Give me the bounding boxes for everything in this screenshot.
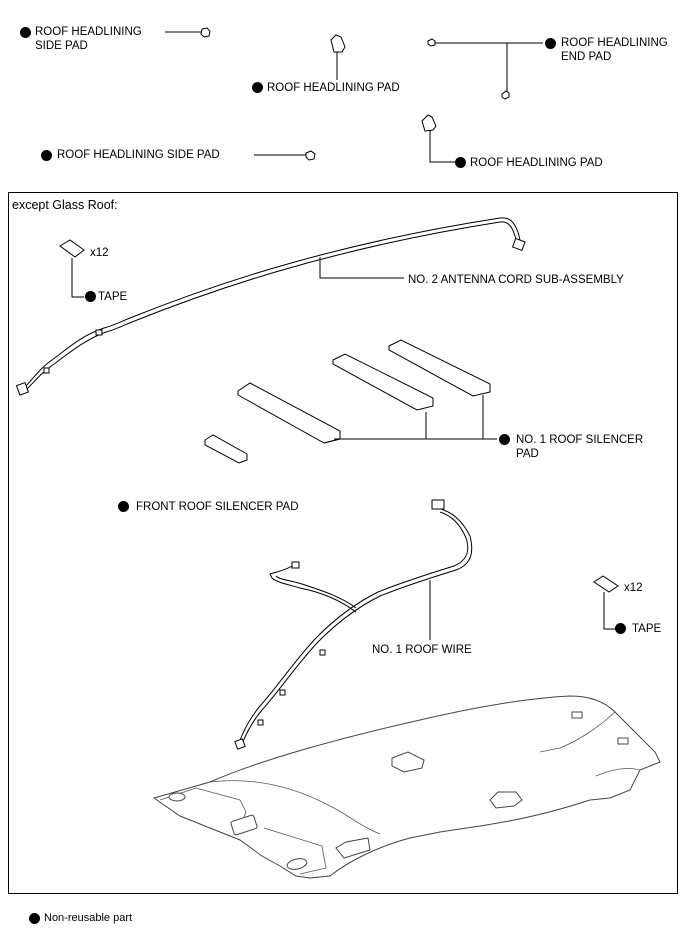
no1-roof-wire-part-outline [239, 511, 469, 741]
leader-line-tape-2 [603, 592, 615, 630]
label-line: SIDE PAD [35, 40, 88, 52]
roof-headlining-end-pad-part-2 [501, 90, 510, 100]
tape-part-1 [59, 239, 85, 258]
headliner-contour [539, 711, 616, 753]
roof-headlining-pad-part-1 [330, 34, 346, 53]
non-reusable-marker [252, 82, 263, 93]
label-roof-headlining-end-pad: ROOF HEADLINING END PAD [561, 36, 668, 64]
headliner-contour [595, 768, 641, 777]
section-title: except Glass Roof: [12, 198, 118, 212]
antenna-cord-clip [43, 367, 50, 374]
roof-wire-connector [431, 499, 445, 510]
tape-part-2 [593, 575, 619, 593]
label-line: ROOF HEADLINING [35, 26, 142, 38]
label-tape-1: TAPE [98, 291, 128, 303]
except-glass-roof-section [8, 192, 678, 894]
no1-roof-silencer-pad-part-3 [388, 339, 491, 397]
label-line: NO. 1 ROOF SILENCER [516, 434, 644, 446]
non-reusable-marker [85, 291, 96, 302]
non-reusable-marker [118, 501, 129, 512]
headliner-opening [230, 814, 258, 836]
leader-line-tape-1 [71, 258, 84, 298]
antenna-cord-connector-start [511, 237, 526, 252]
roof-wire-clip [279, 689, 286, 696]
label-roof-headlining-pad-2: ROOF HEADLINING PAD [470, 157, 603, 169]
roof-headlining-pad-part-2 [421, 114, 437, 132]
leader-line-headlining-pad-2 [429, 130, 455, 163]
label-roof-headlining-side-pad-1: ROOF HEADLINING SIDE PAD [35, 25, 142, 53]
label-no2-antenna-cord: NO. 2 ANTENNA CORD SUB-ASSEMBLY [408, 274, 624, 286]
label-no1-roof-wire: NO. 1 ROOF WIRE [372, 644, 472, 656]
headliner-opening [617, 737, 629, 745]
leader-line-antenna-cord [319, 257, 404, 279]
non-reusable-marker [29, 913, 40, 924]
antenna-cord-part-outline [25, 221, 518, 391]
label-line: END PAD [561, 51, 612, 63]
non-reusable-marker [499, 434, 510, 445]
headliner-opening [286, 858, 308, 870]
headliner-opening [489, 791, 523, 809]
non-reusable-marker [41, 150, 52, 161]
no1-roof-wire-branch-outline [275, 575, 357, 609]
label-roof-headlining-pad-1: ROOF HEADLINING PAD [267, 82, 400, 94]
roof-wire-clip [257, 719, 264, 726]
headliner-contour [209, 780, 381, 835]
silencer-pad-edge [323, 438, 341, 444]
headliner-opening [571, 711, 583, 719]
roof-wire-connector [234, 738, 246, 750]
label-line: ROOF HEADLINING [561, 37, 668, 49]
tape-quantity-2: x12 [624, 582, 643, 594]
antenna-cord-part [23, 217, 521, 389]
headliner-contour [263, 827, 327, 875]
roof-headlining-side-pad-part-1 [200, 27, 211, 38]
roof-headlining-end-pad-part-1 [427, 38, 436, 47]
no1-roof-wire-part [241, 507, 473, 745]
tape-quantity-1: x12 [90, 247, 109, 259]
label-roof-headlining-side-pad-2: ROOF HEADLINING SIDE PAD [57, 149, 220, 161]
non-reusable-marker [20, 27, 31, 38]
roof-headlining-side-pad-part-2 [305, 150, 316, 161]
label-front-roof-silencer-pad: FRONT ROOF SILENCER PAD [136, 501, 299, 513]
headliner-opening [391, 751, 425, 773]
non-reusable-marker [615, 623, 626, 634]
antenna-cord-connector-end [15, 381, 30, 396]
legend-text: Non-reusable part [44, 912, 133, 924]
roof-wire-clip [319, 649, 326, 656]
label-no1-roof-silencer-pad: NO. 1 ROOF SILENCER PAD [516, 433, 643, 461]
roof-wire-connector [291, 561, 300, 569]
non-reusable-marker [545, 38, 556, 49]
no1-roof-wire-branch [269, 565, 357, 613]
no1-roof-silencer-pad-part-2 [332, 353, 434, 411]
headliner-opening [335, 837, 371, 859]
antenna-cord-clip [95, 329, 103, 336]
label-tape-2: TAPE [632, 623, 662, 635]
front-roof-silencer-pad-part [204, 434, 248, 464]
label-line: PAD [516, 448, 539, 460]
headliner-opening [168, 792, 186, 802]
non-reusable-marker [455, 157, 466, 168]
